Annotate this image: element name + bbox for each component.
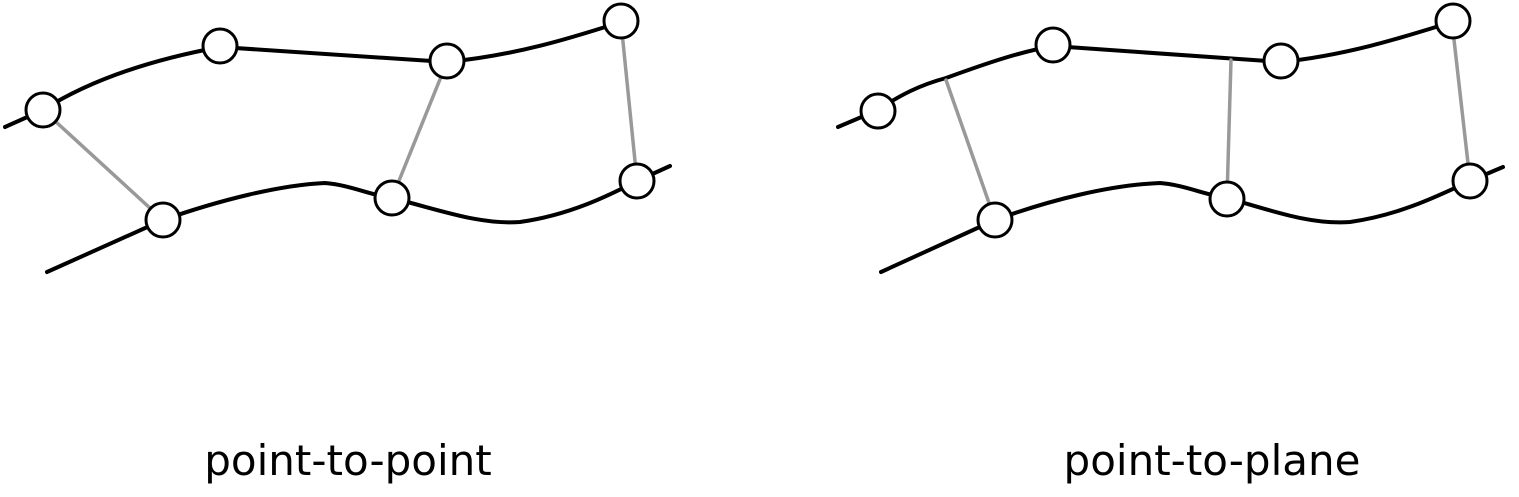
correspondence-line: [1450, 20, 1472, 183]
target-point: [1208, 180, 1246, 218]
target-point: [144, 201, 182, 239]
upper-curve: [3, 20, 623, 129]
source-point: [1262, 42, 1300, 80]
panel-point-to-point: [3, 2, 672, 274]
source-point: [859, 92, 897, 130]
source-point: [428, 42, 466, 80]
correspondence-line: [944, 78, 997, 222]
correspondence-line: [1225, 58, 1233, 200]
target-point: [373, 179, 411, 217]
lower-curve: [879, 165, 1505, 274]
panel-label-point-to-point: point-to-point: [204, 436, 492, 485]
source-point: [1434, 2, 1472, 40]
source-point: [24, 91, 62, 129]
lower-curve: [45, 164, 672, 274]
panel-point-to-plane: [836, 2, 1505, 274]
correspondence-line: [390, 60, 449, 200]
target-point: [976, 201, 1014, 239]
source-point: [1034, 26, 1072, 64]
correspondence-line: [619, 20, 639, 183]
panel-label-point-to-plane: point-to-plane: [1063, 436, 1361, 485]
source-point: [201, 27, 239, 65]
target-point: [1451, 162, 1489, 200]
upper-curve: [836, 20, 1454, 129]
source-point: [602, 2, 640, 40]
correspondence-line: [41, 108, 165, 222]
target-point: [618, 162, 656, 200]
